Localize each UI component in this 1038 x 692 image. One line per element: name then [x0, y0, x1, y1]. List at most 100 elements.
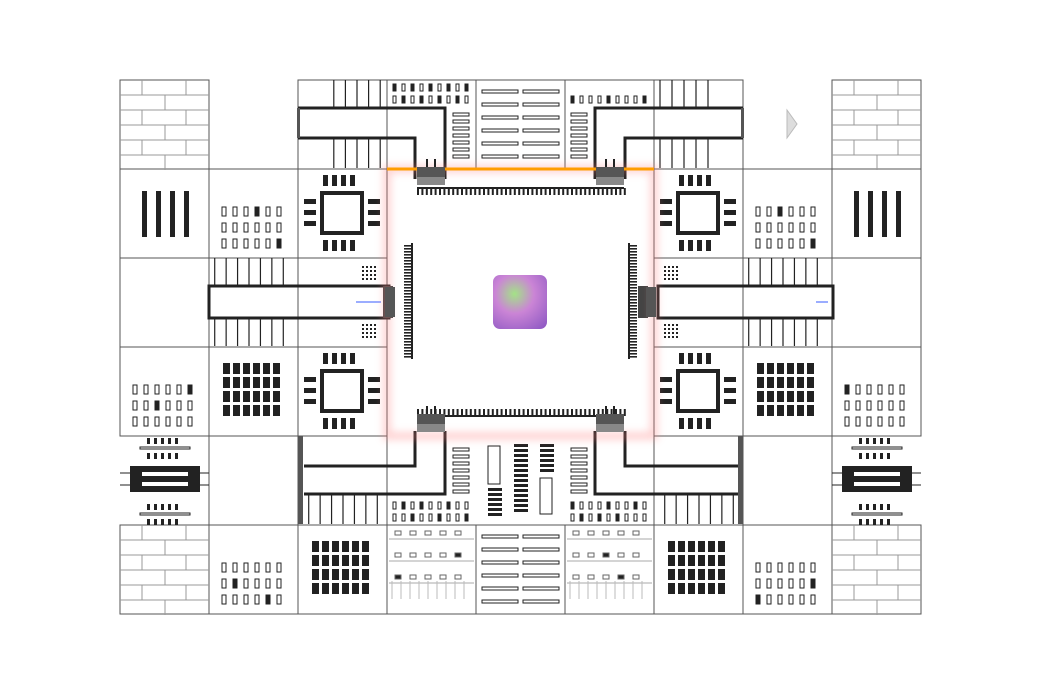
block — [253, 377, 260, 388]
cell — [810, 594, 816, 605]
comb-tooth — [535, 188, 538, 195]
comb-tooth — [629, 293, 637, 295]
gate — [417, 414, 445, 424]
block — [668, 583, 675, 594]
switch — [572, 574, 580, 580]
switch — [439, 530, 447, 536]
tiny-cell — [624, 513, 629, 522]
pin — [724, 210, 736, 215]
block — [243, 363, 250, 374]
pin — [304, 377, 316, 382]
pin — [341, 353, 346, 364]
block — [253, 391, 260, 402]
beam-pin — [168, 519, 171, 525]
block — [678, 541, 685, 552]
beam-pin — [866, 453, 869, 459]
gate — [596, 424, 624, 432]
block — [362, 583, 369, 594]
dash — [481, 154, 519, 159]
dot — [374, 278, 376, 280]
pin — [679, 353, 684, 364]
dash-col-c — [452, 112, 470, 159]
block — [223, 405, 230, 416]
dash — [522, 89, 560, 94]
dot — [664, 274, 666, 276]
cell — [766, 562, 772, 573]
pin — [304, 199, 316, 204]
block — [312, 555, 319, 566]
block — [668, 569, 675, 580]
cell — [799, 562, 805, 573]
cell — [777, 562, 783, 573]
beam-pin — [880, 438, 883, 444]
cell — [276, 222, 282, 233]
dot — [374, 336, 376, 338]
pin — [304, 210, 316, 215]
tiny-row-b — [392, 95, 469, 104]
comb-tooth — [629, 311, 637, 313]
tiny-cell — [597, 513, 602, 522]
tile — [653, 79, 744, 170]
tile — [831, 168, 922, 259]
tiny-row-f — [570, 501, 647, 510]
cell — [154, 384, 160, 395]
tiny-cell — [464, 501, 469, 510]
dot — [374, 266, 376, 268]
pin — [323, 240, 328, 251]
comb-tooth — [629, 296, 637, 298]
comb-tooth — [593, 409, 595, 416]
stack-bar — [488, 498, 502, 501]
bar — [170, 191, 175, 237]
tiny-cell — [606, 501, 611, 510]
comb-tooth — [469, 188, 472, 195]
block — [777, 391, 784, 402]
comb-tooth — [575, 409, 578, 416]
stack-bar — [514, 509, 528, 512]
block — [273, 363, 280, 374]
tiny-row-c — [570, 95, 647, 104]
dash — [522, 128, 560, 133]
bottom-center-columns — [487, 444, 554, 516]
dash-col-d — [570, 112, 588, 159]
tile-grid — [119, 79, 922, 615]
comb-tooth — [629, 338, 637, 340]
comb-tooth — [549, 409, 551, 416]
comb-tooth — [629, 308, 637, 310]
tiny-cell — [464, 513, 469, 522]
dash — [452, 468, 470, 473]
block — [223, 391, 230, 402]
tiny-cell — [428, 95, 433, 104]
block — [362, 569, 369, 580]
comb-tooth — [527, 188, 529, 195]
comb-tooth — [404, 299, 412, 301]
cell — [888, 400, 894, 411]
block — [243, 391, 250, 402]
comb-tooth — [557, 409, 560, 416]
dash — [522, 573, 560, 578]
dot — [664, 270, 666, 272]
block — [767, 405, 774, 416]
comb-tooth — [404, 320, 412, 322]
tiny-cell — [410, 83, 415, 92]
tiny-cell — [410, 501, 415, 510]
pin — [368, 199, 380, 204]
block — [342, 541, 349, 552]
tiny-cell — [401, 513, 406, 522]
block — [678, 583, 685, 594]
dot — [672, 328, 674, 330]
cell — [899, 400, 905, 411]
cell — [877, 400, 883, 411]
cell — [888, 384, 894, 395]
comb-tooth — [629, 350, 637, 352]
cell — [799, 578, 805, 589]
stack-bar — [488, 508, 502, 511]
bar — [868, 191, 873, 237]
cell — [788, 206, 794, 217]
comb-tooth — [629, 356, 637, 358]
block — [807, 405, 814, 416]
comb-tooth — [606, 409, 609, 416]
dot — [362, 270, 364, 272]
block — [708, 583, 715, 594]
comb-tooth — [487, 188, 490, 195]
tiny-cell — [437, 83, 442, 92]
